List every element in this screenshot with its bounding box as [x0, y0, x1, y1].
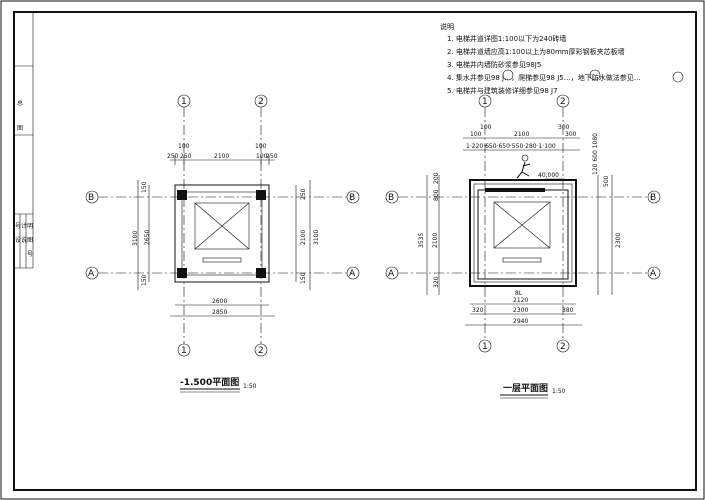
title-block-cell: 设 — [15, 236, 21, 244]
detail-callout — [589, 69, 601, 81]
dim-text: 250 — [266, 153, 278, 160]
axis-label-b: B — [650, 193, 656, 203]
dim-text: 2100 — [214, 153, 229, 160]
dim-text: 2100 — [514, 131, 529, 138]
title-block: 总 图 号 设 计 说 明 图 号 — [14, 12, 34, 269]
shaft-inner-wall — [181, 191, 263, 276]
plan-title: 一层平面图 — [503, 383, 548, 394]
counterweight — [502, 257, 542, 263]
dim-text: 320 — [472, 307, 484, 314]
dim-text: 3100 — [313, 230, 320, 245]
dim-text: 250 — [167, 153, 179, 160]
column — [256, 190, 266, 200]
axis-label-b: B — [88, 193, 94, 203]
dim-text: 40,000 — [538, 172, 559, 179]
dim-text: 800 — [433, 189, 440, 201]
shaft-outer-wall — [174, 184, 270, 283]
column — [177, 268, 187, 278]
dim-text: 2600 — [212, 298, 227, 305]
dim-text: 250 — [300, 188, 307, 200]
dim-text: 300 — [565, 131, 577, 138]
title-block-cell: 号 — [15, 223, 21, 230]
dim-text: 500 — [603, 175, 610, 187]
plan-left: B A B A 1 2 1 2 100 100 250 250 2100 100… — [85, 94, 360, 393]
notes-heading: 说明 — [440, 22, 454, 31]
dim-text: 100 — [470, 131, 482, 138]
notes-line: 1. 电梯井道详图1:100以下为240砖墙 — [447, 34, 566, 43]
dim-text: 3535 — [418, 233, 425, 248]
accessibility-icon — [516, 154, 531, 179]
notes-line: 3. 电梯井内墙防砂浆参见98J5 — [447, 60, 541, 69]
dim-text: 100 — [178, 143, 190, 150]
drawing-frame — [13, 11, 697, 491]
axis-label-1: 1 — [482, 342, 488, 352]
axis-label-2: 2 — [560, 342, 566, 352]
title-block-cell: 图 — [17, 125, 23, 132]
column — [177, 190, 187, 200]
notes-line: 2. 电梯井道墙应高1:100以上为80mm厚彩钢板夹芯板墙 — [447, 47, 625, 56]
dim-text: 1·220·650·650·550·280·1·100 — [466, 143, 556, 150]
title-block-cell: 说 — [21, 236, 27, 244]
dim-text: 2100 — [300, 230, 307, 245]
dim-text: 2940 — [513, 318, 528, 325]
notes-line: 5. 电梯井与建筑装修详细参见98 J7 — [447, 86, 558, 95]
dim-text: 150 — [300, 272, 307, 284]
dim-text: 2100 — [432, 233, 439, 248]
axis-label-a: A — [88, 269, 95, 279]
door-opening — [485, 188, 545, 192]
elevator-car — [194, 202, 250, 250]
axis-label-b: B — [349, 193, 355, 203]
axis-label-2: 2 — [258, 97, 264, 107]
shaft-outer-wall — [469, 179, 577, 287]
dim-text: 8L — [515, 290, 523, 297]
axis-label-1: 1 — [181, 346, 187, 356]
title-block-cell: 计 — [21, 222, 27, 230]
elevator-car — [493, 201, 551, 249]
axis-label-a: A — [349, 269, 356, 279]
dim-text: 2650 — [144, 230, 151, 245]
axis-label-a: A — [650, 269, 657, 279]
dim-text: 2300 — [615, 233, 622, 248]
plan-scale: 1:50 — [552, 388, 566, 395]
axis-label-1: 1 — [181, 97, 187, 107]
shaft-inner-wall — [477, 189, 569, 280]
axis-label-2: 2 — [560, 97, 566, 107]
plan-scale: 1:50 — [243, 383, 257, 390]
axis-label-2: 2 — [258, 346, 264, 356]
dim-text: 150 — [141, 181, 148, 193]
title-block-cell: 图 — [27, 237, 33, 244]
axis-label-b: B — [388, 193, 394, 203]
detail-callout — [502, 69, 514, 81]
counterweight — [202, 257, 242, 263]
axis-label-a: A — [388, 269, 395, 279]
column — [256, 268, 266, 278]
notes-line: 4. 集水井参见98 J…，爬梯参见98 J5…，地下防水做法参见… — [447, 73, 641, 82]
pit-wall — [473, 183, 573, 283]
dim-text: 150 — [141, 274, 148, 286]
dim-text: 3100 — [132, 231, 139, 246]
dim-text: 250 — [180, 153, 192, 160]
dim-text: 300 — [558, 124, 570, 131]
dim-text: 380 — [562, 307, 574, 314]
dim-text: 100 — [255, 143, 267, 150]
dim-text: 2300 — [513, 307, 528, 314]
detail-callout — [672, 71, 684, 83]
title-block-cell: 明 — [27, 223, 33, 230]
dim-text: 2120 — [513, 297, 528, 304]
title-block-cell: 号 — [27, 251, 33, 258]
dim-text: 200 — [433, 172, 440, 184]
design-notes: 说明 1. 电梯井道详图1:100以下为240砖墙 2. 电梯井道墙应高1:10… — [440, 22, 684, 95]
dim-text: 100 — [256, 153, 268, 160]
title-block-cell: 总 — [17, 99, 23, 107]
dim-text: 100 — [480, 124, 492, 131]
plan-title: -1.500平面图 — [180, 377, 239, 388]
plan-right: B A B A 1 2 1 2 40,000 100 300 100 2100 — [385, 94, 661, 399]
dim-text: 2850 — [212, 309, 227, 316]
dim-text: 320 — [433, 276, 440, 288]
dim-text: 120 600 1080 — [592, 133, 599, 175]
axis-label-1: 1 — [482, 97, 488, 107]
